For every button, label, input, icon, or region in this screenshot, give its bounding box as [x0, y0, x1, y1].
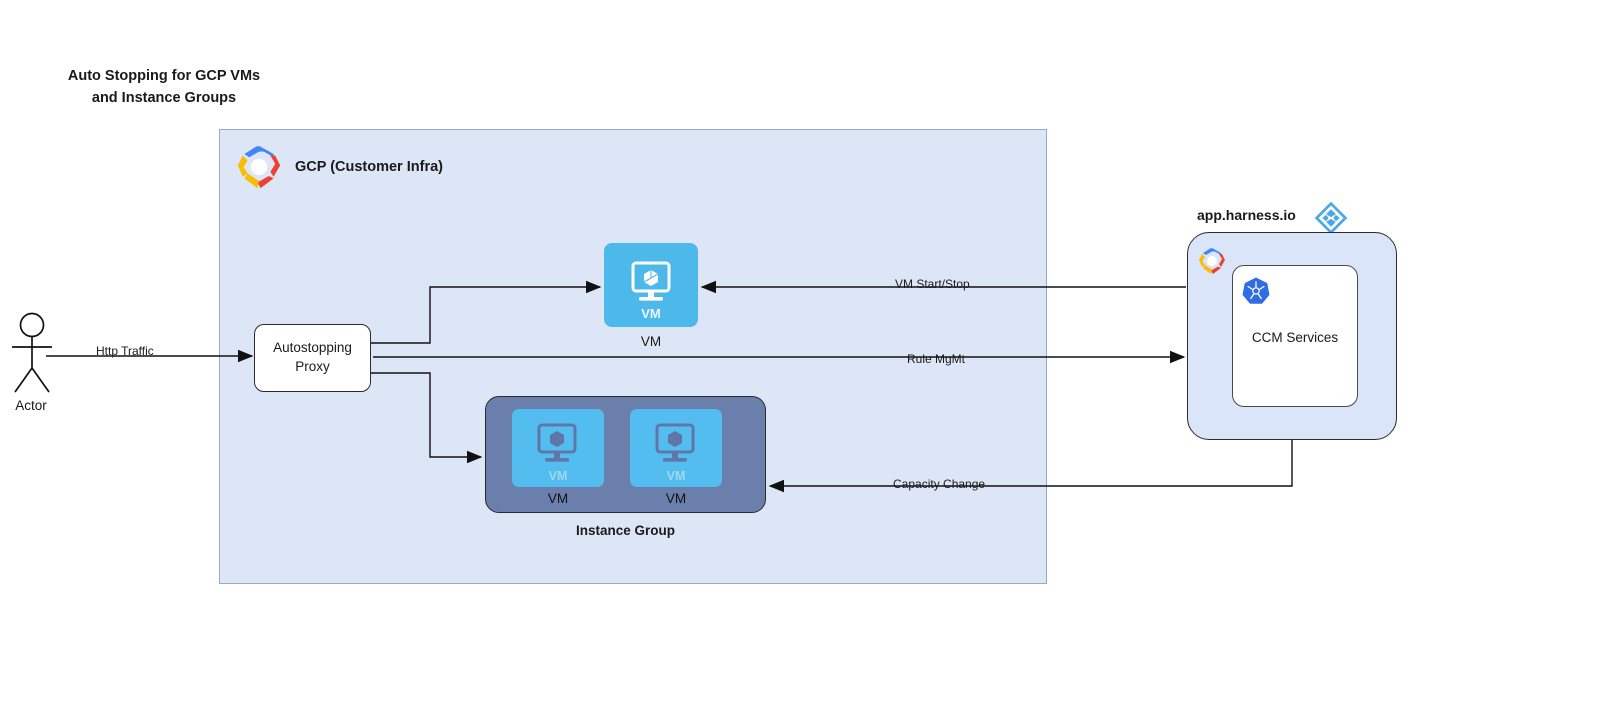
- vm-monitor-cube-icon: [655, 423, 695, 462]
- proxy-label-line-1: Autostopping: [273, 340, 352, 356]
- actor-stick-figure-icon: [12, 312, 52, 393]
- instance-group-vm-2-caption: VM: [665, 491, 687, 506]
- vm-tile-label: VM: [641, 306, 661, 321]
- ccm-services-label: CCM Services: [1251, 330, 1339, 345]
- kubernetes-logo-icon: [1242, 277, 1270, 304]
- vm-node-caption: VM: [640, 334, 662, 349]
- page-title: Auto Stopping for GCP VMs and Instance G…: [44, 66, 284, 110]
- edge-label-http-traffic: Http Traffic: [96, 344, 154, 358]
- edge-label-capacity-change: Capacity Change: [893, 477, 986, 491]
- instance-group-vm-2-tile-label: VM: [666, 469, 686, 483]
- gcp-container-label: GCP (Customer Infra): [295, 159, 443, 175]
- proxy-label-line-2: Proxy: [295, 359, 330, 374]
- edge-label-vm-start-stop: VM Start/Stop: [895, 277, 970, 291]
- vm-monitor-cube-icon: [537, 423, 577, 462]
- ccm-services-box[interactable]: CCM Services: [1232, 265, 1358, 407]
- page-title-line-2: and Instance Groups: [91, 89, 237, 106]
- instance-group-vm-2[interactable]: VM: [630, 409, 722, 487]
- instance-group-node[interactable]: VM VM VM VM: [485, 396, 766, 513]
- autostopping-proxy-node[interactable]: Autostopping Proxy: [254, 324, 371, 392]
- actor-label: Actor: [15, 398, 47, 413]
- gcp-logo-icon: [237, 145, 281, 189]
- vm-monitor-cube-icon: [631, 261, 671, 301]
- instance-group-vm-1-tile-label: VM: [548, 469, 568, 483]
- instance-group-vm-1-caption: VM: [547, 491, 569, 506]
- harness-diamond-logo-icon: [1314, 202, 1348, 234]
- instance-group-vm-1[interactable]: VM: [512, 409, 604, 487]
- gcp-logo-icon: [1199, 248, 1225, 274]
- harness-title: app.harness.io: [1197, 207, 1296, 223]
- page-title-line-1: Auto Stopping for GCP VMs: [67, 68, 261, 84]
- instance-group-caption: Instance Group: [575, 523, 675, 538]
- edge-label-rule-mgmt: Rule MgMt: [907, 352, 966, 366]
- vm-node[interactable]: VM: [604, 243, 698, 327]
